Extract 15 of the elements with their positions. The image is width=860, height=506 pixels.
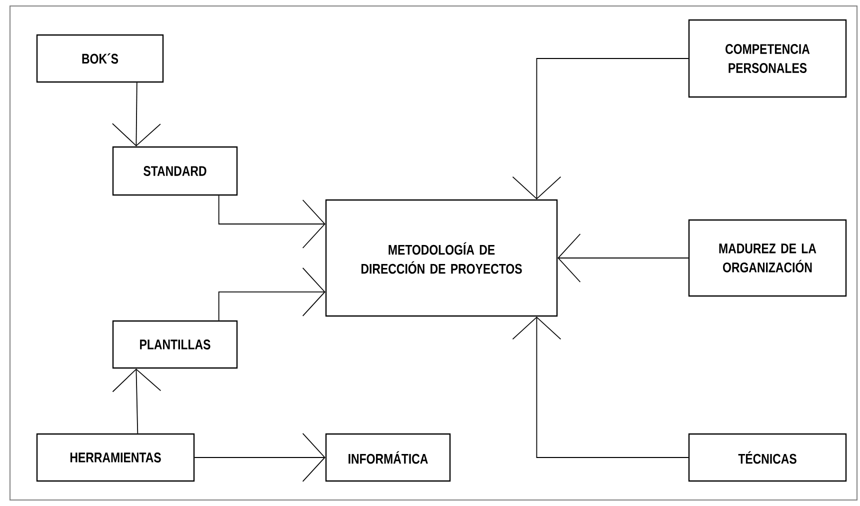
process-box: INFORMÁTICA	[325, 433, 451, 482]
arrow	[218, 195, 326, 248]
process-box: HERRAMIENTAS	[36, 433, 195, 482]
arrow	[218, 268, 326, 321]
arrow	[512, 316, 689, 458]
process-box: MADUREZ DE LA ORGANIZACIÓN	[688, 219, 847, 297]
process-box: METODOLOGÍA DE DIRECCIÓN DE PROYECTOS	[325, 199, 558, 317]
process-box: COMPETENCIA PERSONALES	[688, 19, 847, 98]
process-box: TÉCNICAS	[688, 433, 847, 482]
process-box: STANDARD	[112, 146, 238, 196]
process-box: BOK´S	[36, 34, 164, 83]
arrow	[194, 433, 326, 482]
arrow	[512, 58, 689, 200]
arrow	[558, 234, 689, 282]
process-box: PLANTILLAS	[112, 320, 238, 369]
